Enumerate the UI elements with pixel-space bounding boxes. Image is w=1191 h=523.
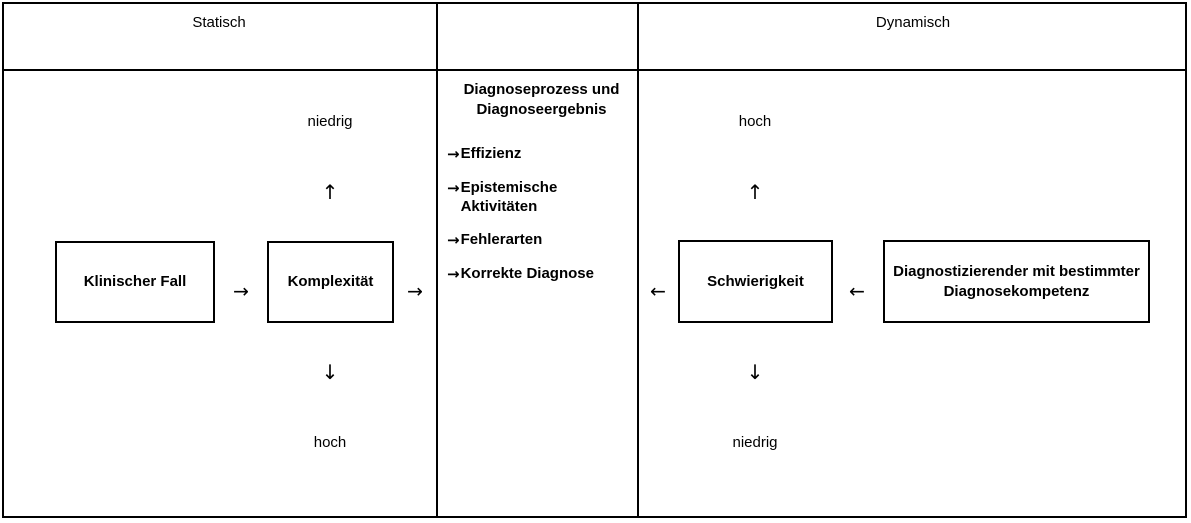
node-label-klinischer-fall: Klinischer Fall (83, 273, 187, 291)
arrow-right-icon: → (447, 231, 460, 250)
left-scale-top-label: niedrig (307, 113, 353, 130)
left-down-arrow-icon: ↓ (321, 360, 339, 384)
node-klinischer-fall: Klinischer Fall (55, 241, 215, 323)
right-down-arrow-icon: ↓ (746, 360, 764, 384)
header-label-statisch: Statisch (192, 14, 246, 31)
list-item-label: Korrekte Diagnose (460, 265, 594, 282)
left-scale-bottom-label: hoch (313, 434, 347, 451)
list-item: → Fehlerarten (447, 231, 632, 250)
header-cell-dynamisch: Dynamisch (639, 2, 1187, 69)
right-scale-top-label: hoch (738, 113, 772, 130)
header-divider-line (2, 69, 1187, 71)
right-up-arrow-icon: ↑ (746, 180, 764, 204)
header-label-dynamisch: Dynamisch (875, 14, 951, 31)
arrow-right-icon: → (447, 145, 460, 163)
right-scale-bottom-label: niedrig (732, 434, 778, 451)
node-schwierigkeit: Schwierigkeit (678, 240, 833, 323)
list-item: → Epistemische Aktivitäten (447, 179, 632, 217)
list-item-label: Epistemische Aktivitäten (460, 178, 558, 215)
middle-title-line-1: Diagnoseprozess und (463, 81, 620, 98)
middle-column-content: Diagnoseprozess und Diagnoseergebnis → E… (447, 80, 632, 299)
middle-title-line-2: Diagnoseergebnis (476, 100, 607, 118)
list-item-label: Fehlerarten (460, 231, 543, 249)
middle-title: Diagnoseprozess und Diagnoseergebnis (447, 80, 632, 119)
column-divider-right (637, 2, 639, 518)
node-diagnostizierender: Diagnostizierender mit bestimmter Diagno… (883, 240, 1150, 323)
arrow-schwierigkeit-to-diagnoseprozess: ← (650, 280, 666, 303)
list-item-label: Effizienz (460, 145, 522, 162)
left-up-arrow-icon: ↑ (321, 180, 339, 204)
arrow-right-icon: → (447, 178, 460, 197)
arrow-komplexitaet-to-diagnoseprozess: → (407, 280, 423, 303)
header-cell-statisch: Statisch (2, 2, 436, 69)
arrow-right-icon: → (447, 265, 460, 283)
list-item: → Korrekte Diagnose (447, 265, 632, 284)
middle-outcome-list: → Effizienz → Epistemische Aktivitäten →… (447, 145, 632, 284)
node-komplexitaet: Komplexität (267, 241, 394, 323)
header-cell-middle-empty (438, 2, 637, 69)
arrow-diagnostizierender-to-schwierigkeit: ← (849, 280, 865, 303)
node-label-schwierigkeit: Schwierigkeit (707, 272, 804, 290)
column-divider-left (436, 2, 438, 518)
arrow-klinischer-fall-to-komplexitaet: → (233, 280, 249, 303)
list-item: → Effizienz (447, 145, 632, 164)
node-label-diagnostizierender: Diagnostizierender mit bestimmter Diagno… (893, 263, 1140, 300)
node-label-komplexitaet: Komplexität (287, 273, 374, 291)
